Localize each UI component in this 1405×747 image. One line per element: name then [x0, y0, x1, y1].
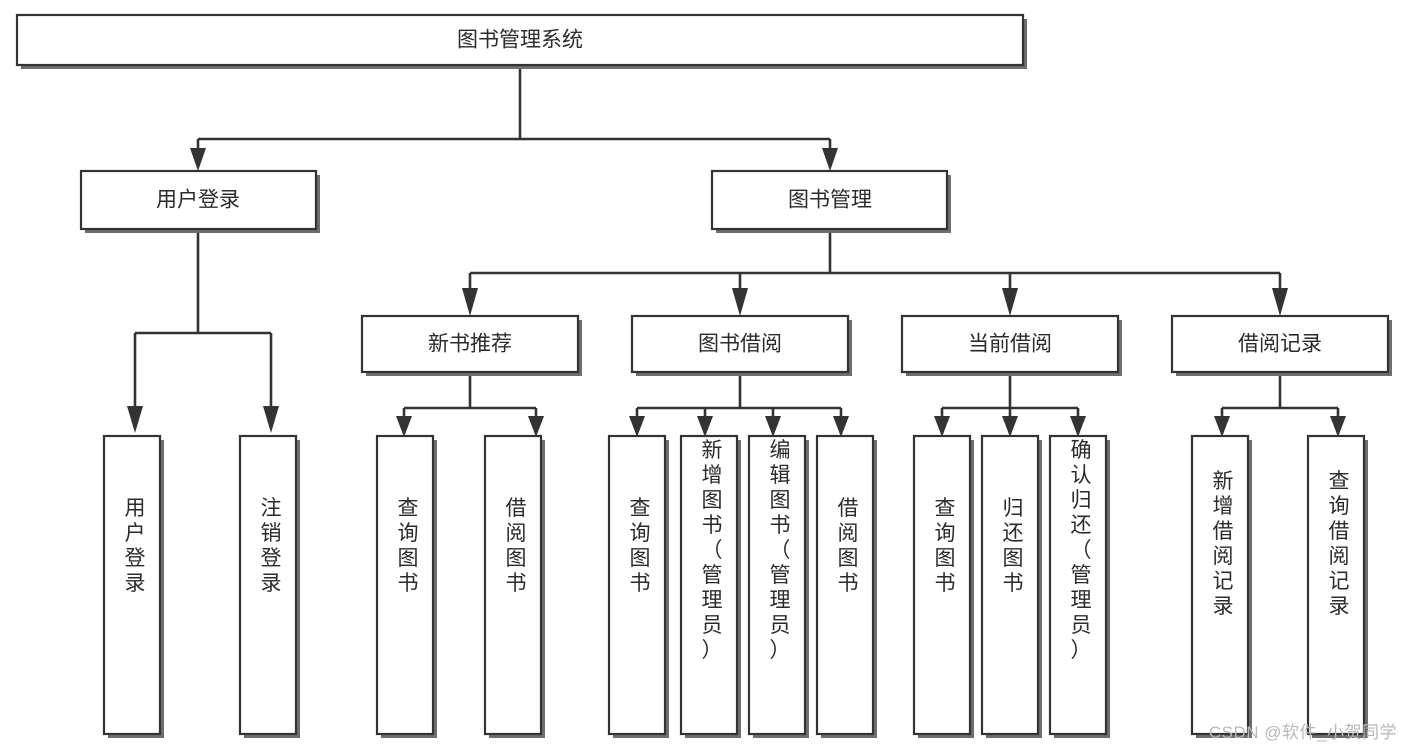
- arrow-head-leaf-edit-book: [765, 416, 781, 437]
- node-leaf-query-book-2-label: 查询图书: [630, 497, 651, 595]
- node-leaf-return-book[interactable]: 归还图书: [980, 434, 1042, 738]
- node-leaf-query-record[interactable]: 查询借阅记录: [1306, 434, 1368, 738]
- node-book-manage[interactable]: 图书管理: [710, 169, 951, 233]
- node-leaf-add-record-box: [1190, 434, 1250, 736]
- node-leaf-return-book-box: [980, 434, 1040, 736]
- node-new-book-rec[interactable]: 新书推荐: [360, 314, 582, 376]
- node-root-label: 图书管理系统: [457, 29, 583, 52]
- node-leaf-query-book-1-label: 查询图书: [398, 497, 419, 595]
- node-leaf-borrow-book-2[interactable]: 借阅图书: [815, 434, 877, 738]
- node-leaf-confirm-return[interactable]: 确认归还（管理员）: [1048, 434, 1110, 738]
- node-book-borrow-label: 图书借阅: [698, 333, 782, 356]
- node-leaf-user-logout-box: [238, 434, 298, 736]
- arrow-head-leaf-user-logout: [263, 406, 279, 433]
- node-leaf-query-book-3-box: [912, 434, 972, 736]
- node-leaf-user-logout-label: 注销登录: [261, 497, 282, 595]
- arrow-head-leaf-query-book-2: [629, 416, 645, 437]
- node-current-borrow-label: 当前借阅: [968, 333, 1052, 356]
- connector-layer: [127, 69, 1346, 437]
- arrow-head-current-borrow: [1002, 288, 1018, 316]
- node-leaf-user-logout[interactable]: 注销登录: [238, 434, 300, 738]
- node-borrow-record-label: 借阅记录: [1238, 333, 1322, 356]
- node-leaf-borrow-book-1-box: [483, 434, 543, 736]
- node-root[interactable]: 图书管理系统: [15, 13, 1027, 69]
- node-leaf-edit-book-label: 编辑图书（管理员）: [770, 439, 791, 662]
- arrow-head-new-book-rec: [462, 288, 478, 316]
- node-leaf-add-book-label: 新增图书（管理员）: [702, 439, 723, 662]
- node-leaf-query-book-1[interactable]: 查询图书: [375, 434, 437, 738]
- node-leaf-query-record-label: 查询借阅记录: [1329, 470, 1350, 618]
- arrow-head-leaf-confirm-return: [1070, 416, 1086, 437]
- node-leaf-query-book-3-label: 查询图书: [935, 497, 956, 595]
- node-new-book-rec-label: 新书推荐: [428, 333, 512, 356]
- node-leaf-query-record-box: [1306, 434, 1366, 736]
- node-current-borrow[interactable]: 当前借阅: [900, 314, 1122, 376]
- node-leaf-borrow-book-1[interactable]: 借阅图书: [483, 434, 545, 738]
- node-leaf-add-book[interactable]: 新增图书（管理员）: [679, 434, 741, 738]
- node-book-manage-label: 图书管理: [788, 189, 872, 212]
- node-leaf-query-book-2-box: [607, 434, 667, 736]
- arrow-head-leaf-user-login: [127, 406, 143, 433]
- node-borrow-record[interactable]: 借阅记录: [1170, 314, 1392, 376]
- node-leaf-query-book-3[interactable]: 查询图书: [912, 434, 974, 738]
- node-leaf-confirm-return-box: [1048, 434, 1108, 736]
- node-book-manage-box: [710, 169, 949, 231]
- node-leaf-edit-book[interactable]: 编辑图书（管理员）: [747, 434, 809, 738]
- node-user-login-label: 用户登录: [156, 189, 240, 212]
- node-current-borrow-box: [900, 314, 1120, 374]
- arrow-head-user-login: [190, 148, 206, 171]
- node-leaf-edit-book-box: [747, 434, 807, 736]
- node-book-borrow[interactable]: 图书借阅: [630, 314, 852, 376]
- node-user-login[interactable]: 用户登录: [79, 169, 320, 233]
- node-leaf-borrow-book-1-label: 借阅图书: [506, 497, 527, 595]
- arrow-head-leaf-add-book: [697, 416, 713, 437]
- node-leaf-query-book-2[interactable]: 查询图书: [607, 434, 669, 738]
- node-borrow-record-box: [1170, 314, 1390, 374]
- node-leaf-add-record-label: 新增借阅记录: [1213, 470, 1234, 618]
- node-leaf-user-login-box: [102, 434, 162, 736]
- node-new-book-rec-box: [360, 314, 580, 374]
- node-leaf-return-book-label: 归还图书: [1003, 497, 1024, 595]
- arrow-head-leaf-borrow-book-2: [833, 416, 849, 437]
- arrow-head-book-borrow: [732, 288, 748, 316]
- node-book-borrow-box: [630, 314, 850, 374]
- node-leaf-user-login-label: 用户登录: [125, 497, 146, 595]
- arrow-head-leaf-query-book-3: [934, 416, 950, 437]
- node-leaf-borrow-book-2-label: 借阅图书: [838, 497, 859, 595]
- arrow-head-leaf-query-book-1: [396, 416, 412, 437]
- arrow-head-leaf-query-record: [1330, 416, 1346, 437]
- node-leaf-borrow-book-2-box: [815, 434, 875, 736]
- node-leaf-query-book-1-box: [375, 434, 435, 736]
- node-leaf-add-book-box: [679, 434, 739, 736]
- arrow-head-book-manage: [822, 148, 838, 171]
- node-leaf-user-login[interactable]: 用户登录: [102, 434, 164, 738]
- arrow-head-leaf-borrow-book-1: [528, 416, 544, 437]
- node-leaf-add-record[interactable]: 新增借阅记录: [1190, 434, 1252, 738]
- node-leaf-confirm-return-label: 确认归还（管理员）: [1071, 439, 1092, 662]
- arrow-head-leaf-add-record: [1214, 416, 1230, 437]
- node-root-box: [15, 13, 1025, 67]
- arrow-head-borrow-record: [1272, 288, 1288, 316]
- node-user-login-box: [79, 169, 318, 231]
- csdn-watermark: CSDN @软件_小贺同学: [1208, 723, 1397, 742]
- arrow-head-leaf-return-book: [1002, 416, 1018, 437]
